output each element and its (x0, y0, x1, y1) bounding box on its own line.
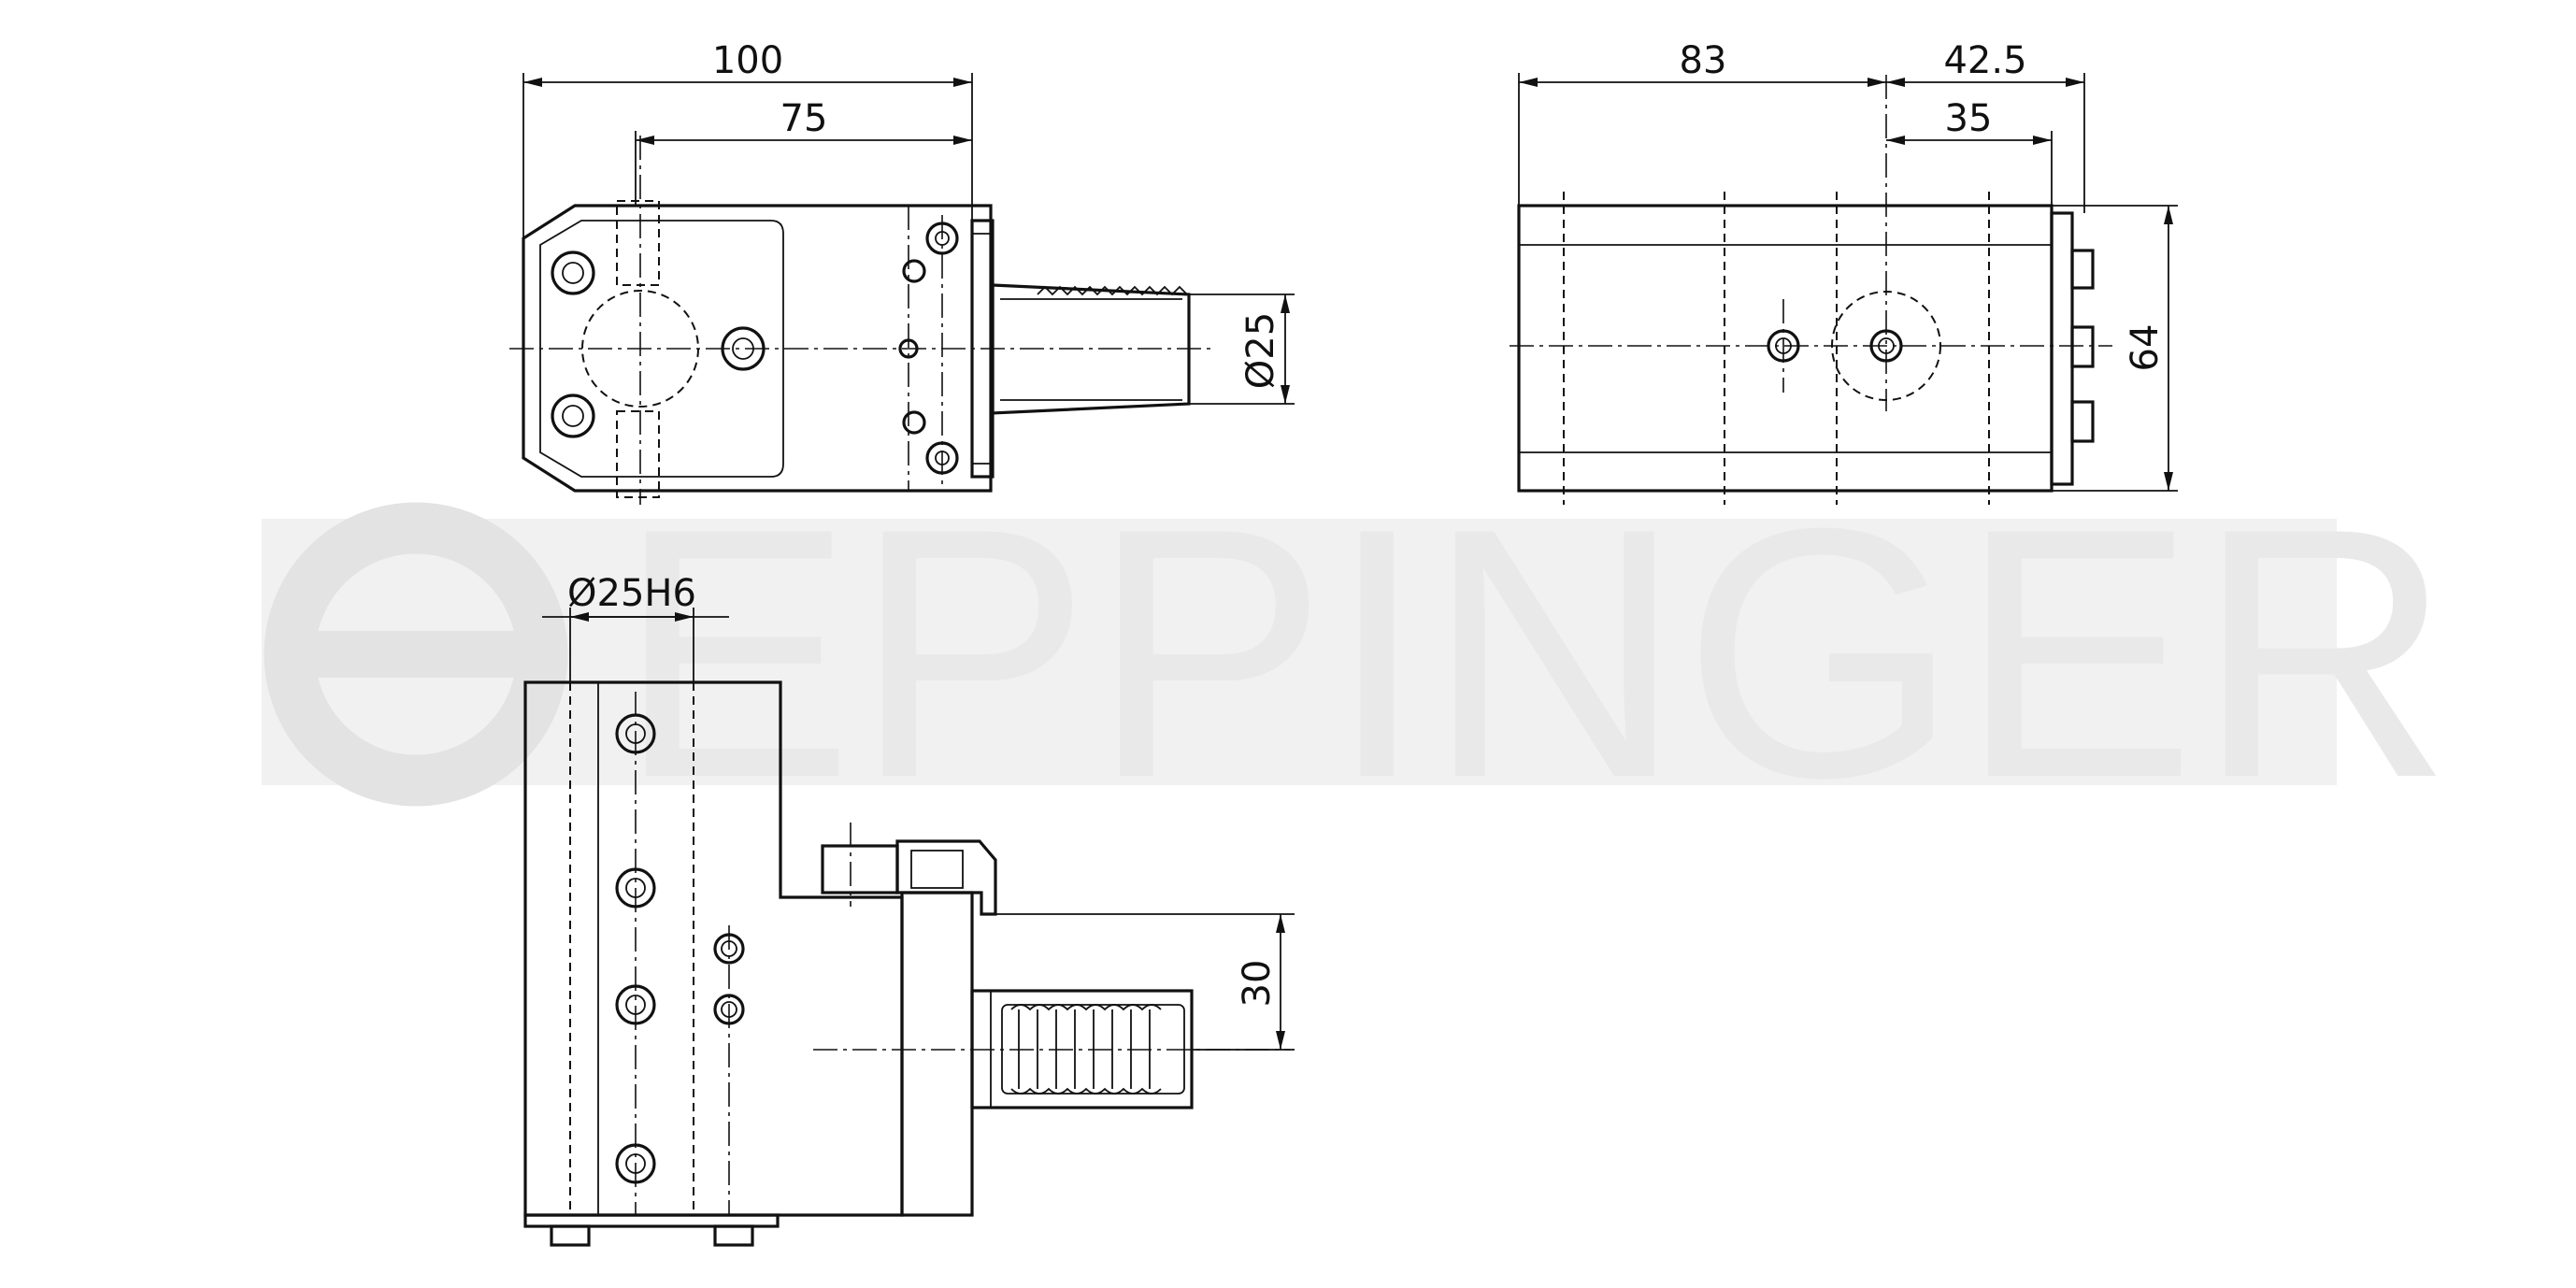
watermark: EPPINGER (262, 454, 2453, 852)
dim-64-label: 64 (2124, 324, 2167, 372)
dim-42-5-label: 42.5 (1943, 39, 2026, 82)
dim-30-label: 30 (1236, 960, 1279, 1008)
side-view: 83 42.5 35 64 (1510, 39, 2178, 505)
watermark-bar (262, 519, 2337, 785)
front-view: Ø25H6 30 (523, 572, 1295, 1247)
dim-shank-diameter-label: Ø25 (1239, 312, 1282, 389)
watermark-text: EPPINGER (617, 454, 2453, 852)
dim-100-label: 100 (712, 39, 783, 82)
dim-83-label: 83 (1680, 39, 1727, 82)
dim-35-label: 35 (1945, 97, 1993, 140)
dim-75-label: 75 (780, 97, 828, 140)
top-view: 100 75 Ø25 (509, 39, 1295, 505)
eppinger-logo-icon (264, 502, 568, 807)
dim-bore-fit-label: Ø25H6 (567, 572, 696, 615)
